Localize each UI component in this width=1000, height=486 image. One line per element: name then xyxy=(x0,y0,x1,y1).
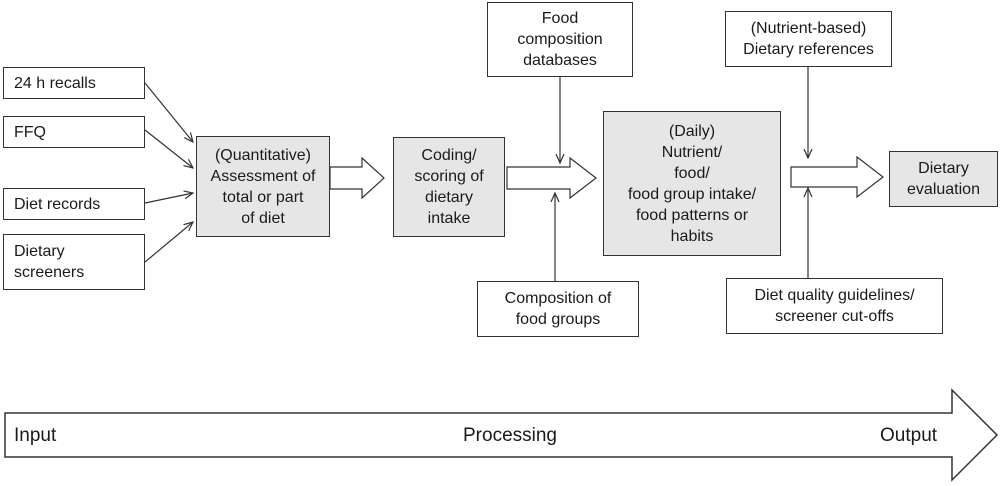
label-processing: Processing xyxy=(463,425,557,446)
guidelines-line: Diet quality guidelines/ xyxy=(754,287,915,304)
evaluation-line: evaluation xyxy=(907,181,980,198)
coding-line: dietary xyxy=(424,189,474,206)
assessment-line: of diet xyxy=(241,209,285,227)
assessment-line: (Quantitative) xyxy=(214,146,312,164)
arrow-screeners-to-assessment xyxy=(144,222,193,263)
screeners-line: screeners xyxy=(14,264,85,281)
block-arrow-coding-to-intake xyxy=(506,156,597,200)
food-groups-box: Composition of food groups xyxy=(477,281,639,337)
arrow-ffq-to-assessment xyxy=(144,129,193,168)
food-db-line: Food xyxy=(541,10,579,27)
evaluation-line: Dietary xyxy=(918,160,969,177)
intake-line: food group intake/ xyxy=(627,185,757,203)
input-diet-records: Diet records xyxy=(3,188,145,220)
intake-line: food/ xyxy=(674,164,710,182)
input-processing-output-arrow xyxy=(4,388,999,482)
coding-line: scoring of xyxy=(414,168,484,185)
block-arrow-intake-to-evaluation xyxy=(790,155,884,199)
label-input: Input xyxy=(14,425,57,446)
dietary-evaluation-box: Dietary evaluation xyxy=(889,151,998,207)
food-groups-line: Composition of xyxy=(504,290,612,307)
intake-line: food patterns or xyxy=(635,206,749,224)
intake-line: Nutrient/ xyxy=(661,143,723,161)
assessment-line: Assessment of xyxy=(210,167,316,185)
assessment-box: (Quantitative) Assessment of total or pa… xyxy=(196,136,330,237)
input-diet-records-label: Diet records xyxy=(14,195,101,213)
input-ffq: FFQ xyxy=(3,116,145,148)
guidelines-line: screener cut-offs xyxy=(775,308,894,325)
diet-quality-guidelines-box: Diet quality guidelines/ screener cut-of… xyxy=(726,278,943,334)
assessment-line: total or part xyxy=(222,188,304,206)
input-24h-recalls: 24 h recalls xyxy=(3,67,145,99)
block-arrow-assessment-to-coding xyxy=(329,156,385,200)
intake-line: (Daily) xyxy=(668,122,716,140)
label-output: Output xyxy=(880,425,938,446)
food-groups-line: food groups xyxy=(515,311,601,328)
food-db-line: composition xyxy=(517,31,603,48)
dietary-references-box: (Nutrient-based) Dietary references xyxy=(725,11,892,67)
input-24h-recalls-label: 24 h recalls xyxy=(14,74,96,92)
input-dietary-screeners: Dietary screeners xyxy=(3,234,145,290)
references-line: Dietary references xyxy=(743,41,874,58)
screeners-line: Dietary xyxy=(14,243,65,260)
coding-line: intake xyxy=(427,210,471,227)
food-db-line: databases xyxy=(523,52,597,69)
daily-intake-box: (Daily) Nutrient/ food/ food group intak… xyxy=(603,111,781,256)
arrow-recalls-to-assessment xyxy=(144,82,193,142)
references-line: (Nutrient-based) xyxy=(750,20,867,37)
food-composition-databases-box: Food composition databases xyxy=(487,2,633,77)
intake-line: habits xyxy=(670,227,714,245)
input-ffq-label: FFQ xyxy=(14,123,46,141)
coding-box: Coding/ scoring of dietary intake xyxy=(393,137,505,237)
coding-line: Coding/ xyxy=(421,147,477,164)
arrow-records-to-assessment xyxy=(144,193,193,204)
